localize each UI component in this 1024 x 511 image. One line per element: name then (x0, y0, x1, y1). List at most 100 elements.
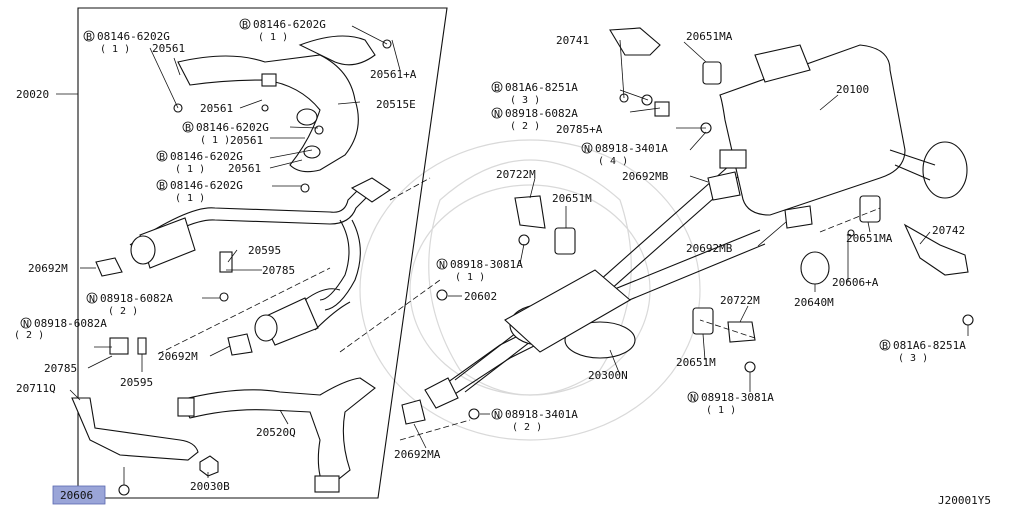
bolt-20606 (118, 467, 130, 496)
front-pipe-upper (177, 35, 376, 173)
front-pipe-bottom (177, 377, 376, 493)
label-20711q[interactable]: 20711Q (16, 382, 56, 395)
label-20520q[interactable]: 20520Q (256, 426, 296, 439)
label-20651m-b[interactable]: 20651M (676, 356, 716, 369)
diagram-code: J20001Y5 (938, 494, 991, 507)
label-20595-a[interactable]: 20595 (248, 244, 281, 257)
label-20030b[interactable]: 20030B (190, 480, 230, 493)
gasket-20692mb-a (707, 171, 741, 201)
label-08146-6202g-e[interactable]: B 08146-6202G ( 1 ) (156, 179, 243, 204)
bracket-20742 (903, 223, 969, 276)
label-20602[interactable]: 20602 (464, 290, 497, 303)
svg-text:( 3 ): ( 3 ) (510, 95, 540, 106)
label-20741[interactable]: 20741 (556, 34, 589, 47)
svg-text:08146-6202G: 08146-6202G (170, 179, 243, 192)
svg-text:20606: 20606 (60, 489, 93, 502)
svg-text:08146-6202G: 08146-6202G (253, 18, 326, 31)
label-20020[interactable]: 20020 (16, 88, 49, 101)
label-20595-b[interactable]: 20595 (120, 376, 153, 389)
svg-text:N: N (690, 393, 696, 404)
label-20785-plus-a[interactable]: 20785+A (556, 123, 603, 136)
label-08918-3401a-b[interactable]: N 08918-3401A ( 2 ) (491, 408, 578, 433)
gasket-20692m-upper (95, 257, 123, 277)
label-20561-d[interactable]: 20561 (228, 162, 261, 175)
svg-text:( 1 ): ( 1 ) (200, 135, 230, 146)
bracket-20741 (609, 27, 661, 56)
front-pipe-mid (129, 177, 391, 311)
guide-dashes (157, 177, 881, 441)
svg-text:( 2 ): ( 2 ) (510, 121, 540, 132)
label-20561-c[interactable]: 20561 (230, 134, 263, 147)
svg-text:N: N (439, 260, 445, 271)
svg-text:08918-6082A: 08918-6082A (34, 317, 107, 330)
label-20722m-b[interactable]: 20722M (720, 294, 760, 307)
gasket-20692mb-b (784, 205, 813, 229)
label-20515e[interactable]: 20515E (376, 98, 416, 111)
svg-text:08146-6202G: 08146-6202G (170, 150, 243, 163)
svg-text:( 1 ): ( 1 ) (455, 272, 485, 283)
label-20692mb-b[interactable]: 20692MB (686, 242, 733, 255)
label-20561-a[interactable]: 20561 (152, 42, 185, 55)
svg-text:B: B (159, 181, 165, 192)
label-20300n[interactable]: 20300N (588, 369, 628, 382)
label-08918-3081a-b[interactable]: N 08918-3081A ( 1 ) (687, 391, 774, 416)
svg-text:( 2 ): ( 2 ) (108, 306, 138, 317)
label-08146-6202g-d[interactable]: B 08146-6202G ( 1 ) (156, 150, 243, 175)
label-08918-3081a-a[interactable]: N 08918-3081A ( 1 ) (436, 258, 523, 283)
bracket-20722m-a (514, 195, 546, 229)
svg-text:N: N (89, 294, 95, 305)
label-20651ma-a[interactable]: 20651MA (686, 30, 733, 43)
label-08918-6082a-a[interactable]: N 08918-6082A ( 2 ) (86, 292, 173, 317)
svg-text:( 1 ): ( 1 ) (175, 164, 205, 175)
label-08918-3401a-a[interactable]: N 08918-3401A ( 4 ) (581, 142, 668, 167)
insulator-20651m-a (554, 227, 576, 255)
svg-text:B: B (159, 152, 165, 163)
insulator-20651ma-a (702, 61, 722, 85)
svg-text:B: B (242, 20, 248, 31)
svg-text:08918-3401A: 08918-3401A (505, 408, 578, 421)
nut-20602 (436, 289, 448, 301)
label-081a6-8251a-a[interactable]: B 081A6-8251A ( 3 ) (491, 81, 578, 106)
bracket-20711q (71, 397, 199, 461)
insulator-20651ma-b (859, 195, 881, 223)
label-20692m-b[interactable]: 20692M (158, 350, 198, 363)
label-08146-6202g-a[interactable]: B 08146-6202G ( 1 ) (83, 30, 170, 55)
label-08918-6082a-c[interactable]: N 08918-6082A ( 2 ) (491, 107, 578, 132)
label-081a6-8251a-b[interactable]: B 081A6-8251A ( 3 ) (879, 339, 966, 364)
svg-text:081A6-8251A: 081A6-8251A (505, 81, 578, 94)
label-20785-b[interactable]: 20785 (44, 362, 77, 375)
label-08918-6082a-b[interactable]: N 08918-6082A ( 2 ) (14, 317, 107, 341)
label-20606-plus-a[interactable]: 20606+A (832, 276, 879, 289)
center-pipe-20300n (424, 164, 766, 409)
leader-lines (56, 25, 969, 478)
mount-20640m (800, 251, 830, 285)
svg-text:( 2 ): ( 2 ) (14, 330, 44, 341)
bracket-20595 (219, 251, 233, 273)
svg-text:N: N (494, 410, 500, 421)
label-20692mb-a[interactable]: 20692MB (622, 170, 669, 183)
svg-text:( 1 ): ( 1 ) (175, 193, 205, 204)
label-20722m-a[interactable]: 20722M (496, 168, 536, 181)
label-20742[interactable]: 20742 (932, 224, 965, 237)
label-20785-a[interactable]: 20785 (262, 264, 295, 277)
label-20692ma[interactable]: 20692MA (394, 448, 441, 461)
muffler-20100 (719, 44, 968, 216)
label-20640m[interactable]: 20640M (794, 296, 834, 309)
label-20651ma-b[interactable]: 20651MA (846, 232, 893, 245)
svg-text:08918-6082A: 08918-6082A (505, 107, 578, 120)
label-20692m-a[interactable]: 20692M (28, 262, 68, 275)
label-08146-6202g-b[interactable]: B 08146-6202G ( 1 ) (239, 18, 326, 43)
svg-text:08918-3081A: 08918-3081A (450, 258, 523, 271)
label-20561-b[interactable]: 20561 (200, 102, 233, 115)
label-20651m-a[interactable]: 20651M (552, 192, 592, 205)
label-20606-highlighted[interactable]: 20606 (52, 485, 106, 505)
label-20100[interactable]: 20100 (836, 83, 869, 96)
svg-text:08146-6202G: 08146-6202G (196, 121, 269, 134)
label-08146-6202g-c[interactable]: B 08146-6202G ( 1 ) (182, 121, 269, 146)
front-pipe-lower (254, 288, 351, 346)
svg-text:( 4 ): ( 4 ) (598, 156, 628, 167)
svg-text:08918-3081A: 08918-3081A (701, 391, 774, 404)
label-20561-plus-a[interactable]: 20561+A (370, 68, 417, 81)
assembly-frame (77, 7, 448, 499)
nut-20030b (199, 455, 219, 477)
